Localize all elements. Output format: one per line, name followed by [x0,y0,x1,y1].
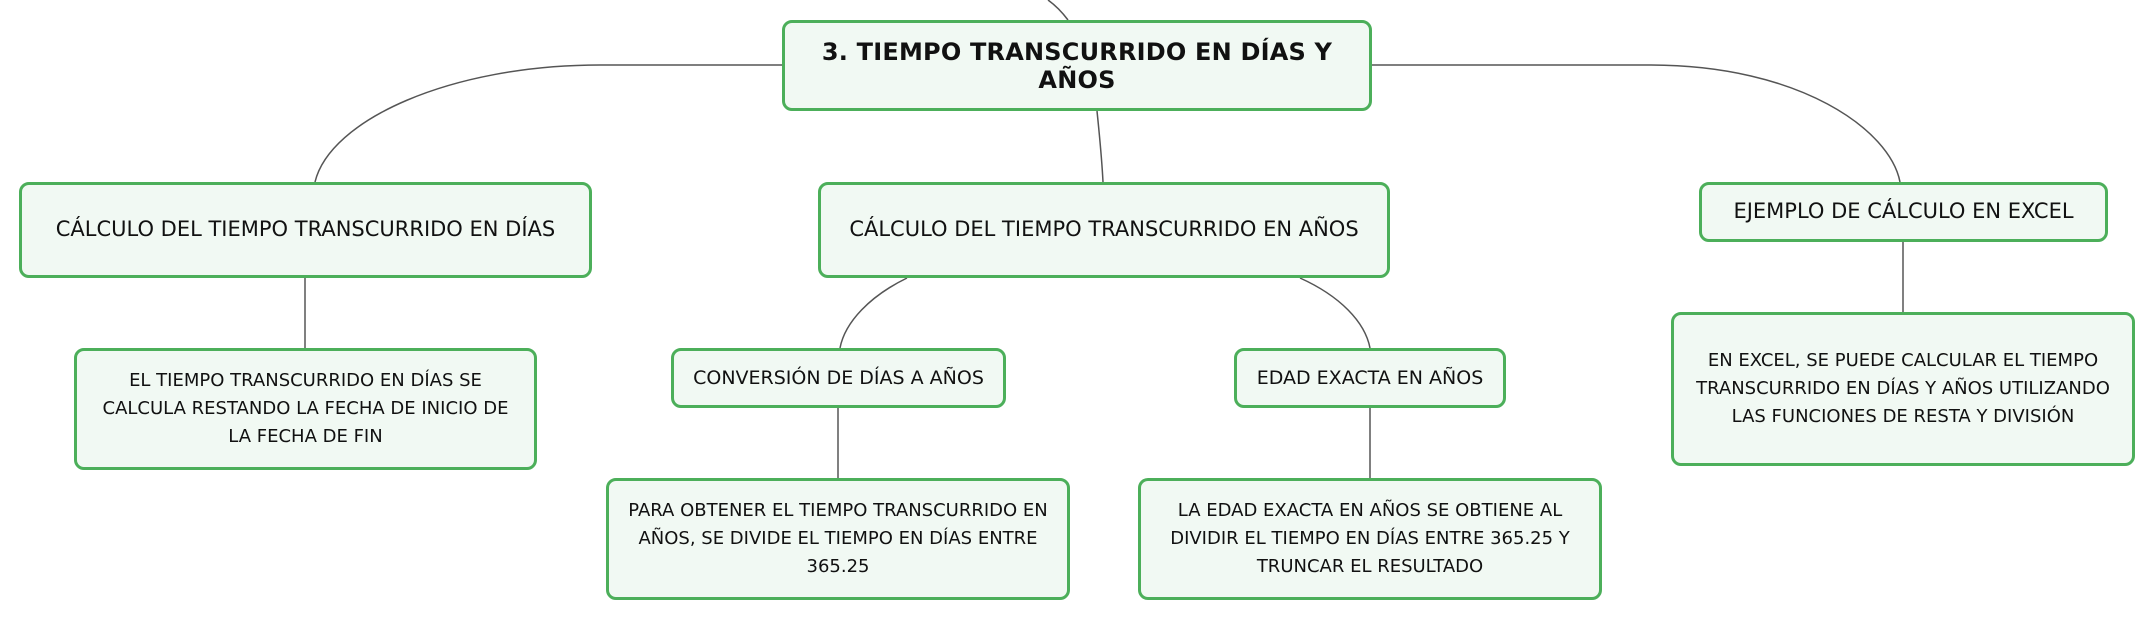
connector-root-to-days [314,64,782,183]
node-excel-detail[interactable]: EN EXCEL, SE PUEDE CALCULAR EL TIEMPO TR… [1671,312,2135,466]
node-days-calculation[interactable]: CÁLCULO DEL TIEMPO TRANSCURRIDO EN DÍAS [19,182,592,278]
node-exact-age-detail[interactable]: LA EDAD EXACTA EN AÑOS SE OBTIENE AL DIV… [1138,478,1602,600]
root-label: 3. TIEMPO TRANSCURRIDO EN DÍAS Y AÑOS [821,37,1333,94]
connector-root-to-years [1096,110,1104,183]
node-exact-age-detail-text: LA EDAD EXACTA EN AÑOS SE OBTIENE AL DIV… [1170,500,1570,577]
node-years-calculation[interactable]: CÁLCULO DEL TIEMPO TRANSCURRIDO EN AÑOS [818,182,1390,278]
connector-root-to-excel [1372,64,1901,183]
node-days-calculation-label: CÁLCULO DEL TIEMPO TRANSCURRIDO EN DÍAS [55,217,556,242]
node-days-detail[interactable]: EL TIEMPO TRANSCURRIDO EN DÍAS SE CALCUL… [74,348,537,470]
node-conversion-detail[interactable]: PARA OBTENER EL TIEMPO TRANSCURRIDO EN A… [606,478,1070,600]
node-days-to-years-conversion-label: CONVERSIÓN DE DÍAS A AÑOS [693,366,984,389]
node-excel-example[interactable]: EJEMPLO DE CÁLCULO EN EXCEL [1699,182,2108,242]
connector-years-to-exact-age [1299,277,1371,349]
root-node[interactable]: 3. TIEMPO TRANSCURRIDO EN DÍAS Y AÑOS [782,20,1372,111]
node-exact-age-label: EDAD EXACTA EN AÑOS [1256,366,1484,389]
connector-years-to-conversion [839,277,908,349]
node-days-detail-text: EL TIEMPO TRANSCURRIDO EN DÍAS SE CALCUL… [102,370,509,447]
node-excel-example-label: EJEMPLO DE CÁLCULO EN EXCEL [1733,199,2074,224]
connector-parent-to-root [1047,0,1069,21]
node-excel-detail-text: EN EXCEL, SE PUEDE CALCULAR EL TIEMPO TR… [1696,350,2110,427]
node-days-to-years-conversion[interactable]: CONVERSIÓN DE DÍAS A AÑOS [671,348,1006,408]
node-conversion-detail-text: PARA OBTENER EL TIEMPO TRANSCURRIDO EN A… [628,500,1048,577]
node-exact-age[interactable]: EDAD EXACTA EN AÑOS [1234,348,1506,408]
node-years-calculation-label: CÁLCULO DEL TIEMPO TRANSCURRIDO EN AÑOS [849,217,1359,242]
